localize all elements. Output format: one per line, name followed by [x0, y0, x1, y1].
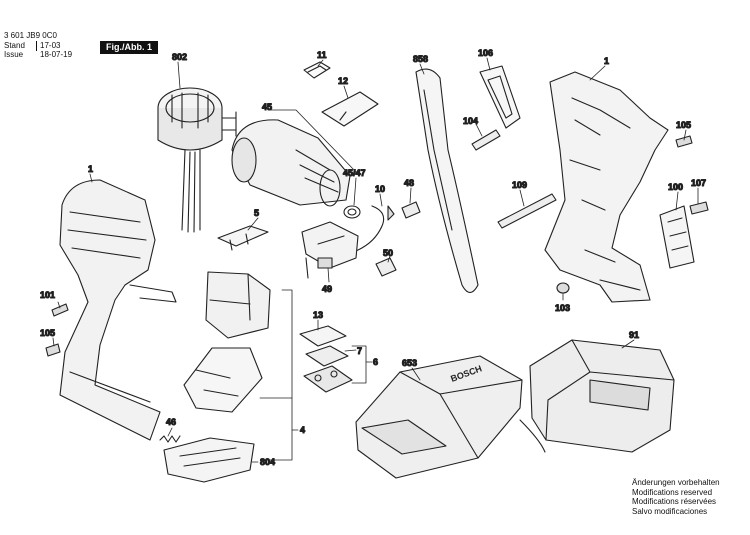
part-107-screw — [689, 201, 709, 215]
stand-label: Stand — [4, 41, 25, 50]
part-12-cover — [321, 91, 379, 127]
note-line: Änderungen vorbehalten — [632, 478, 720, 487]
label-46: 46 — [166, 417, 176, 427]
label-105-left: 105 — [40, 328, 55, 338]
label-107: 107 — [691, 178, 706, 188]
part-109-bit — [497, 193, 557, 229]
part-5-slider — [217, 225, 269, 251]
label-1-right: 1 — [604, 56, 609, 66]
part-106-clip — [479, 65, 521, 129]
part-10-cable — [339, 205, 395, 259]
issue-value: 18-07-19 — [40, 50, 73, 59]
label-49: 49 — [322, 284, 332, 294]
stand-value: 17-03 — [36, 41, 60, 51]
part-105-screw-right — [675, 135, 693, 148]
part-48-led — [401, 201, 421, 219]
label-48: 48 — [404, 178, 414, 188]
label-12: 12 — [338, 76, 348, 86]
label-45: 45 — [262, 102, 272, 112]
part-6-pad — [303, 365, 353, 393]
label-4: 4 — [300, 425, 305, 435]
label-104: 104 — [463, 116, 478, 126]
part-1-housing-left — [59, 179, 177, 441]
label-105-right: 105 — [676, 120, 691, 130]
label-6: 6 — [373, 357, 378, 367]
label-10: 10 — [375, 184, 385, 194]
figure-label: Fig./Abb. 1 — [100, 41, 158, 54]
part-4-switch — [183, 271, 271, 413]
part-858-strap — [415, 68, 479, 294]
part-105-screw-left — [45, 343, 61, 357]
label-103: 103 — [555, 303, 570, 313]
part-104-screw — [471, 129, 501, 151]
part-91-battery — [529, 339, 675, 453]
doc-number: 3 601 JB9 0C0 — [4, 31, 57, 40]
label-100: 100 — [668, 182, 683, 192]
part-802-motor — [157, 87, 237, 233]
modification-notes: Änderungen vorbehalten Modifications res… — [632, 478, 720, 516]
label-106: 106 — [478, 48, 493, 58]
label-11: 11 — [317, 50, 327, 60]
label-7: 7 — [357, 346, 362, 356]
part-7-pad — [305, 345, 349, 367]
label-13: 13 — [313, 310, 323, 320]
part-11-clip — [303, 61, 331, 79]
label-1-left: 1 — [88, 164, 93, 174]
part-50-sensor — [375, 257, 397, 277]
label-101: 101 — [40, 290, 55, 300]
label-91: 91 — [629, 330, 639, 340]
label-653: 653 — [402, 358, 417, 368]
leader-lines — [52, 57, 699, 463]
part-653-charger — [355, 355, 546, 479]
part-45-gear-housing — [231, 119, 361, 219]
note-line: Salvo modificaciones — [632, 506, 708, 516]
label-858: 858 — [413, 54, 428, 64]
part-13-pad — [299, 325, 347, 347]
part-804-base — [163, 437, 255, 483]
label-5: 5 — [254, 208, 259, 218]
part-49-module — [301, 221, 359, 279]
label-109: 109 — [512, 180, 527, 190]
part-46-spring — [159, 435, 181, 443]
issue-label: Issue — [4, 50, 24, 59]
label-45-47: 45/47 — [343, 168, 366, 178]
label-50: 50 — [383, 248, 393, 258]
label-804: 804 — [260, 457, 275, 467]
note-line: Modifications réservées — [632, 497, 717, 506]
label-802: 802 — [172, 52, 187, 62]
part-101-screw — [51, 303, 69, 317]
note-line: Modifications reserved — [632, 487, 713, 497]
part-103-nut — [556, 282, 570, 294]
part-100-hook — [659, 205, 695, 269]
part-1-housing-right — [544, 71, 669, 303]
